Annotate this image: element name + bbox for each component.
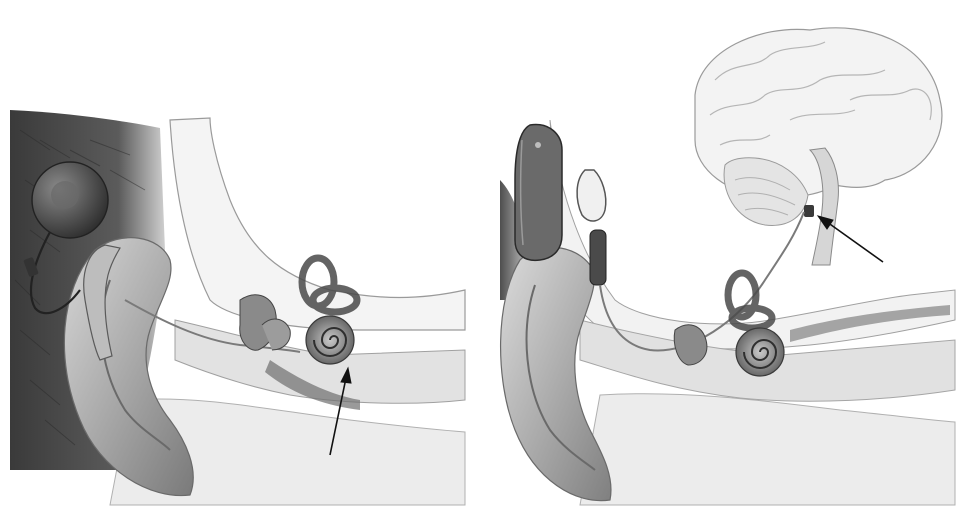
cochlear-implant-panel bbox=[0, 0, 470, 509]
lower-tissue bbox=[580, 394, 955, 505]
cochlea bbox=[306, 316, 354, 364]
brainstem-implant-panel bbox=[490, 0, 958, 509]
brainstem-electrode bbox=[804, 205, 814, 217]
skull-outline bbox=[170, 118, 465, 330]
cochlea bbox=[736, 328, 784, 376]
cochlear-implant-illustration bbox=[0, 0, 470, 509]
brainstem-implant-illustration bbox=[490, 0, 958, 509]
receiver-stimulator bbox=[577, 170, 606, 221]
brain bbox=[695, 28, 942, 265]
